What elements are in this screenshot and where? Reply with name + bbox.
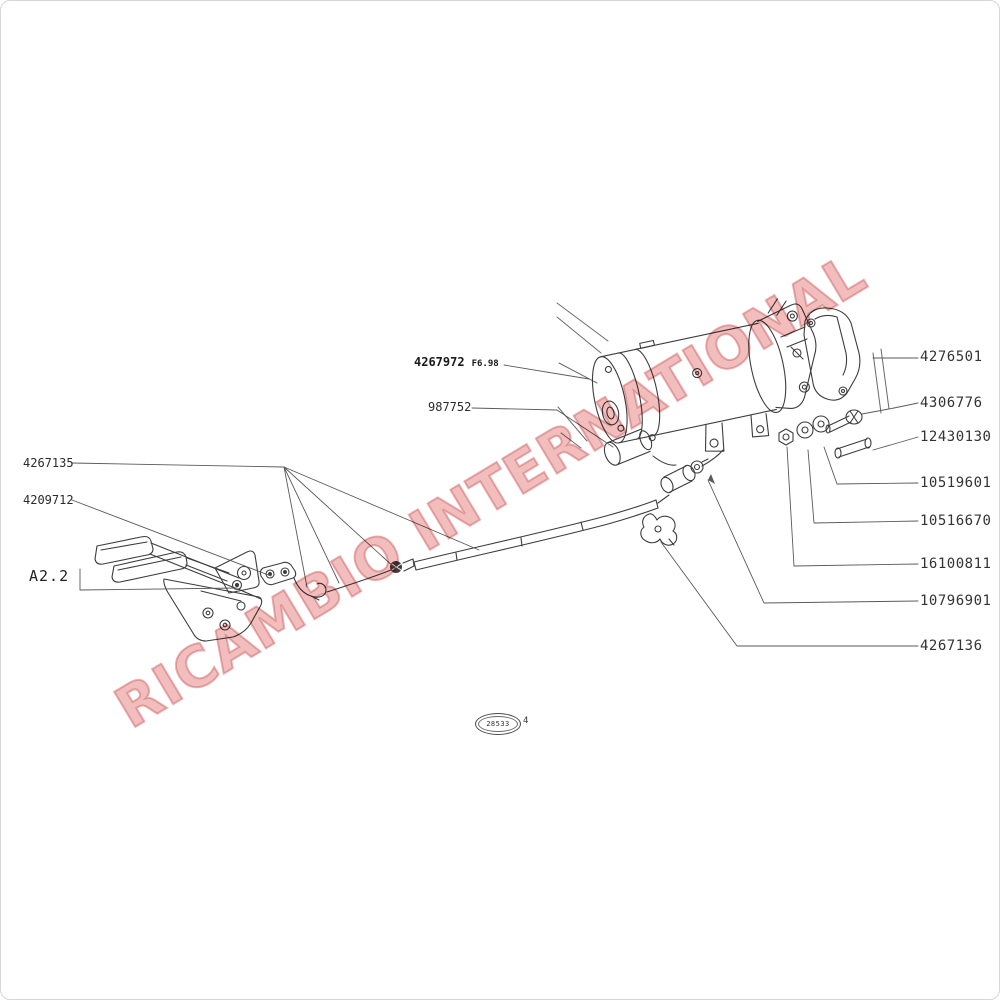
part-label-right-7: 10796901 [920, 593, 992, 609]
part-number: 16100811 [920, 556, 992, 572]
washer-inner [796, 421, 814, 439]
handbrake-cable [326, 449, 724, 593]
part-label-right-6: 16100811 [920, 556, 992, 572]
part-number-suffix: F6.98 [471, 359, 499, 369]
fixing-hardware [778, 409, 872, 459]
table-reference-label: A2.2 [29, 567, 70, 585]
stamp-suffix: 4 [523, 716, 529, 726]
part-number: 4209712 [23, 493, 74, 507]
solenoid [603, 428, 656, 466]
part-label-right-2: 4306776 [920, 395, 983, 411]
part-label-right-1: 4276501 [920, 349, 983, 365]
nut [778, 428, 794, 446]
context-lines [556, 302, 890, 449]
washer-outer [812, 415, 830, 433]
arrowhead [708, 474, 715, 484]
part-number: 4267972 [414, 355, 465, 369]
part-label-right-5: 10516670 [920, 513, 992, 529]
handbrake-lever [94, 535, 263, 642]
stud [836, 438, 870, 458]
part-label-solenoid: 987752 [428, 401, 471, 414]
part-label-right-3: 12430130 [920, 429, 992, 445]
part-number: 4267135 [23, 456, 74, 470]
drawing-number-stamp: 28533 [475, 713, 521, 735]
part-number: 4276501 [920, 349, 983, 365]
part-label-right-8: 4267136 [920, 638, 983, 654]
part-label-left-1: 4267135 [23, 457, 74, 470]
cable-clamp [640, 513, 678, 546]
stamp-number: 28533 [478, 716, 518, 732]
support-bracket [780, 307, 861, 401]
solenoid-wire [652, 455, 677, 466]
starter-motor [591, 298, 817, 452]
table-ref-text: A2.2 [29, 567, 70, 585]
part-number: 4306776 [920, 395, 983, 411]
part-number: 10516670 [920, 513, 992, 529]
part-number: 10519601 [920, 475, 992, 491]
part-label-right-4: 10519601 [920, 475, 992, 491]
cable-hook [293, 577, 327, 601]
part-number: 10796901 [920, 593, 992, 609]
part-label-main: 4267972 F6.98 [414, 356, 499, 371]
leader-lines [71, 357, 919, 647]
part-label-left-2: 4209712 [23, 494, 74, 507]
part-number: 12430130 [920, 429, 992, 445]
bolt [827, 415, 852, 433]
part-number: 987752 [428, 400, 472, 414]
part-number: 4267136 [920, 638, 983, 654]
cable-adjuster [660, 458, 709, 494]
